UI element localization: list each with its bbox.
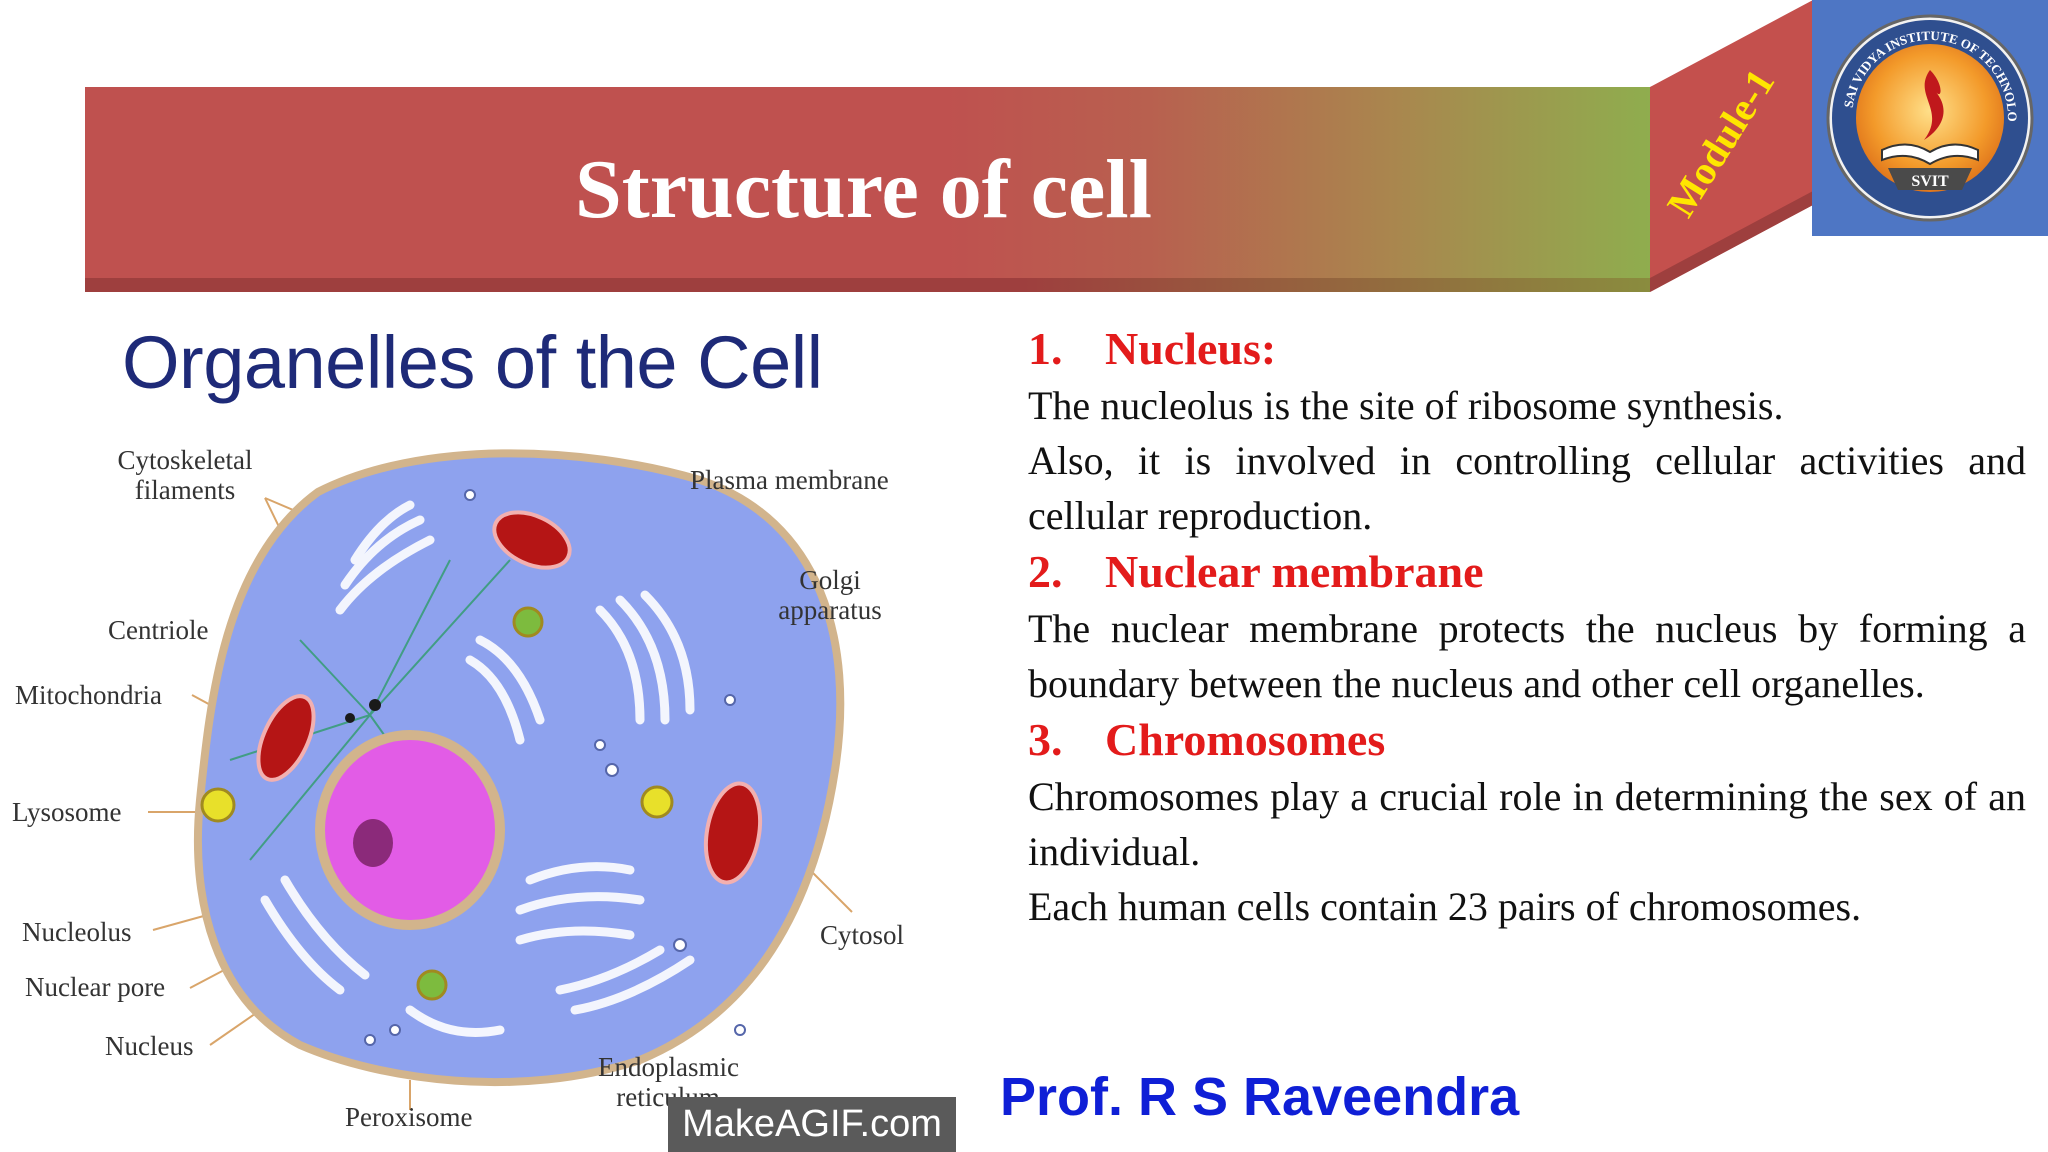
label-nucleolus: Nucleolus	[22, 917, 132, 947]
label-peroxisome: Peroxisome	[345, 1102, 473, 1132]
slide-title: Structure of cell	[575, 143, 1152, 236]
cell-diagram	[148, 449, 853, 1110]
label-mitochondria: Mitochondria	[15, 680, 162, 710]
section-heading: 1. Nucleus:	[1028, 320, 2026, 378]
mitochondrion-2	[256, 694, 316, 782]
section-text: The nucleolus is the site of ribosome sy…	[1028, 378, 2026, 543]
module-ribbon: Module-1	[1650, 0, 1813, 292]
section-title: Nuclear membrane	[1105, 546, 1484, 597]
peroxisome-1	[512, 606, 544, 638]
watermark: MakeAGIF.com	[668, 1097, 956, 1152]
section-heading: 2. Nuclear membrane	[1028, 543, 2026, 601]
label-lysosome: Lysosome	[12, 797, 122, 827]
logo-abbr: SVIT	[1911, 173, 1949, 190]
author-name: Prof. R S Raveendra	[1000, 1067, 1520, 1127]
section-title: Chromosomes	[1105, 714, 1386, 765]
section-number: 3.	[1028, 714, 1063, 765]
text-line: Each human cells contain 23 pairs of chr…	[1028, 884, 1862, 929]
label-golgi: Golgi apparatus	[778, 565, 882, 625]
label-plasma-membrane: Plasma membrane	[690, 465, 889, 495]
label-nucleus: Nucleus	[105, 1031, 194, 1061]
section-nucleus: 1. Nucleus: The nucleolus is the site of…	[1028, 320, 2026, 543]
section-number: 2.	[1028, 546, 1063, 597]
section-title: Nucleus:	[1105, 323, 1277, 374]
section-chromosomes: 3. Chromosomes Chromosomes play a crucia…	[1028, 711, 2026, 934]
label-cytosol: Cytosol	[820, 920, 905, 950]
lysosome-2	[640, 785, 674, 819]
label-cytoskeletal: Cytoskeletal filaments	[117, 445, 253, 505]
text-line: The nucleolus is the site of ribosome sy…	[1028, 383, 1784, 428]
title-banner-shadow	[85, 278, 1650, 292]
text-line: Also, it is involved in controlling cell…	[1028, 438, 2026, 538]
nucleolus-shape	[353, 819, 393, 867]
centriole-shape	[369, 699, 381, 711]
lysosome-1	[200, 787, 236, 823]
section-text: The nuclear membrane protects the nucleu…	[1028, 601, 2026, 711]
notes-content: 1. Nucleus: The nucleolus is the site of…	[1028, 320, 2026, 934]
label-centriole: Centriole	[108, 615, 209, 645]
text-line: The nuclear membrane protects the nucleu…	[1028, 606, 2026, 706]
diagram-title: Organelles of the Cell	[122, 321, 823, 404]
text-line: Chromosomes play a crucial role in deter…	[1028, 774, 2026, 874]
institute-logo: SAI VIDYA INSTITUTE OF TECHNOLOGY SVIT	[1807, 0, 2048, 236]
label-nuclear-pore: Nuclear pore	[25, 972, 166, 1002]
peroxisome-2	[416, 969, 448, 1001]
section-text: Chromosomes play a crucial role in deter…	[1028, 769, 2026, 934]
mitochondrion-1	[492, 510, 572, 570]
mitochondrion-3	[703, 781, 763, 885]
cell-body	[193, 449, 845, 1087]
nucleus-shape	[315, 730, 505, 930]
section-number: 1.	[1028, 323, 1063, 374]
section-nuclear-membrane: 2. Nuclear membrane The nuclear membrane…	[1028, 543, 2026, 711]
title-banner	[85, 87, 1650, 292]
section-heading: 3. Chromosomes	[1028, 711, 2026, 769]
